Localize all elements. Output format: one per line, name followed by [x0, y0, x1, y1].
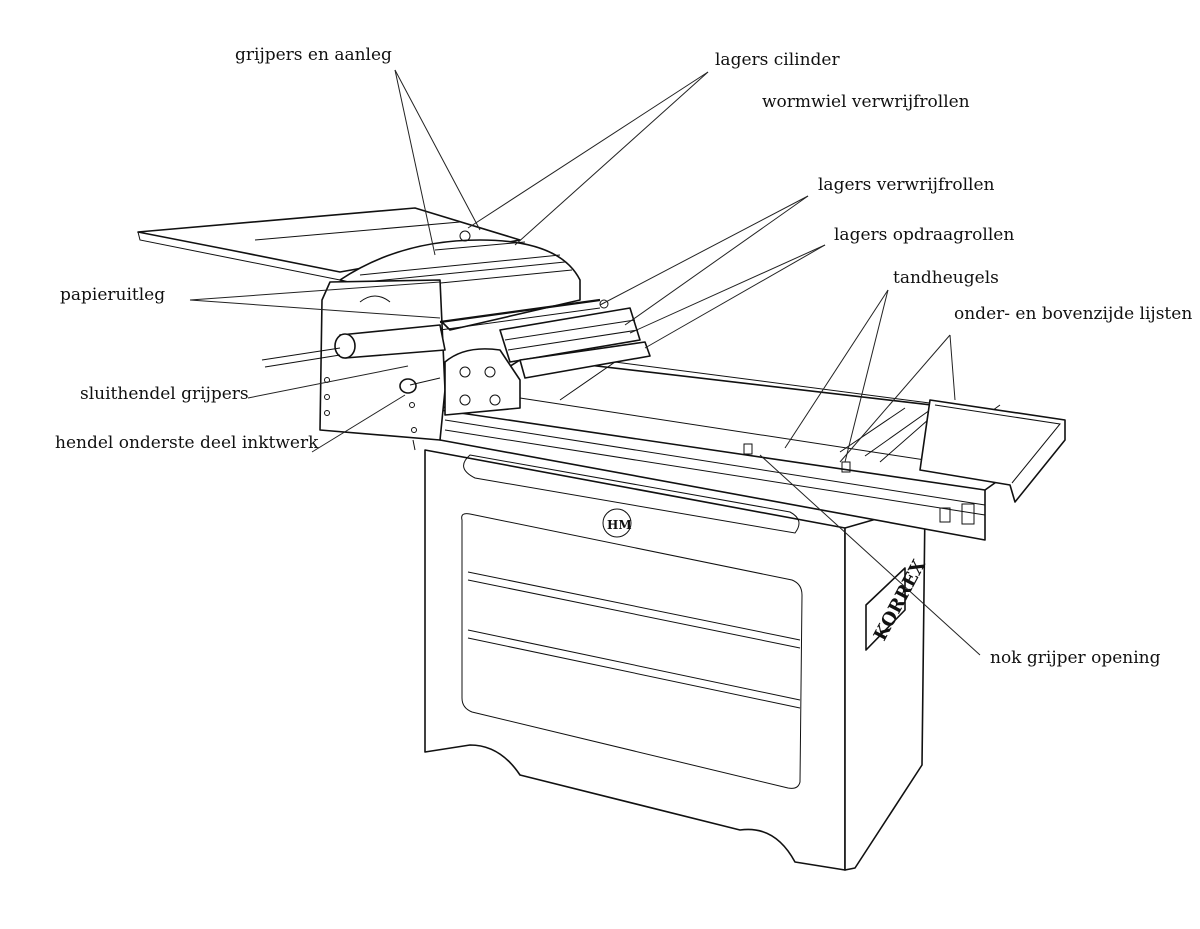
label-sluithendel-grijpers: sluithendel grijpers	[80, 384, 249, 404]
label-grijpers-en-aanleg: grijpers en aanleg	[235, 45, 392, 65]
cylinder-housing	[261, 230, 651, 451]
label-hendel-onderste-deel-inktwerk: hendel onderste deel inktwerk	[55, 433, 319, 453]
machine-bed	[439, 359, 1066, 541]
emblem-text: HM	[607, 518, 632, 532]
label-wormwiel-verwrijfrollen: wormwiel verwrijfrollen	[762, 92, 970, 112]
label-nok-grijper-opening: nok grijper opening	[990, 648, 1161, 668]
label-papieruitleg: papieruitleg	[60, 285, 166, 305]
label-onder-en-bovenzijde-lijsten: onder- en bovenzijde lijsten	[954, 304, 1193, 324]
label-lagers-opdraagrollen: lagers opdraagrollen	[834, 225, 1015, 245]
label-tandheugels: tandheugels	[893, 268, 999, 288]
label-lagers-cilinder: lagers cilinder	[715, 50, 840, 70]
emblem-icon	[602, 508, 632, 538]
label-lagers-verwrijfrollen: lagers verwrijfrollen	[818, 175, 995, 195]
leader-lines	[189, 69, 981, 656]
machine-stand: HM KORREX	[424, 449, 930, 871]
